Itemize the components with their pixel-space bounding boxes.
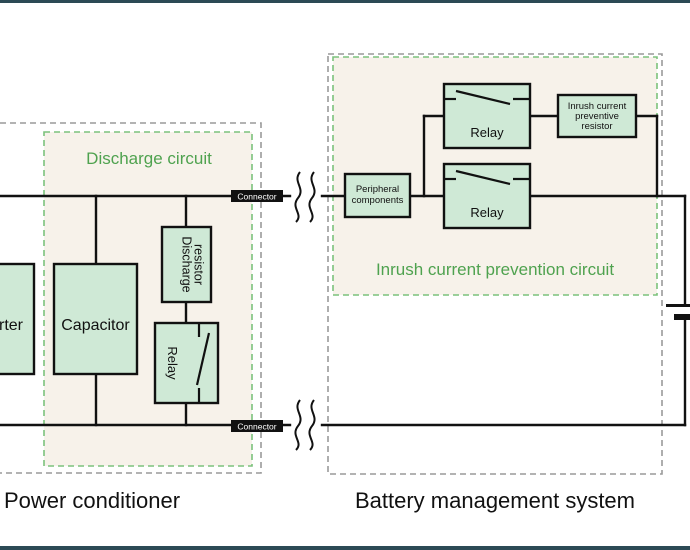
inrush-resistor-box (556, 93, 638, 139)
peripheral-components-box (343, 172, 412, 219)
relay-top-box (442, 82, 532, 150)
wave-break-icon (294, 171, 316, 223)
discharge-resistor-box (160, 225, 213, 304)
bottom-frame-bar (0, 546, 690, 550)
capacitor-box (52, 262, 139, 376)
power-conditioner-region (0, 122, 262, 474)
bms-caption: Battery management system (355, 488, 635, 513)
discharge-relay-label: Relay (165, 346, 180, 380)
switch-icon (444, 89, 530, 106)
wires (0, 114, 687, 427)
converter-label: rter (0, 317, 24, 334)
connector-top (231, 190, 283, 202)
switch-icon (444, 169, 530, 186)
wave-break-icon (294, 399, 316, 451)
top-frame-bar (0, 0, 690, 3)
discharge-circuit-title: Discharge circuit (86, 149, 212, 168)
inrush-circuit-title: Inrush current prevention circuit (376, 260, 614, 279)
peripheral-label-line1: Peripheral (356, 184, 399, 195)
switch-icon (195, 323, 211, 403)
power-conditioner-caption: Power conditioner (4, 488, 180, 513)
inrush-resistor-label-line3: resistor (581, 121, 612, 132)
discharge-resistor-label-line1: Discharge (180, 236, 194, 292)
relay-top-label: Relay (470, 125, 504, 140)
discharge-circuit-border (43, 131, 253, 467)
discharge-resistor-label-line2: resistor (192, 244, 206, 285)
inrush-resistor-label-line2: preventive (575, 111, 619, 122)
capacitor-label: Capacitor (61, 317, 130, 334)
battery-icon (666, 304, 690, 320)
bms-region (327, 53, 663, 475)
inrush-resistor-label-line1: Inrush current (568, 101, 627, 112)
peripheral-label-line2: components (352, 195, 404, 206)
connector-top-label: Connector (237, 192, 276, 202)
relay-bottom-label: Relay (470, 205, 504, 220)
relay-bottom-box (442, 162, 532, 230)
connector-bottom-label: Connector (237, 422, 276, 432)
connector-bottom (231, 420, 283, 432)
converter-box (0, 262, 36, 376)
